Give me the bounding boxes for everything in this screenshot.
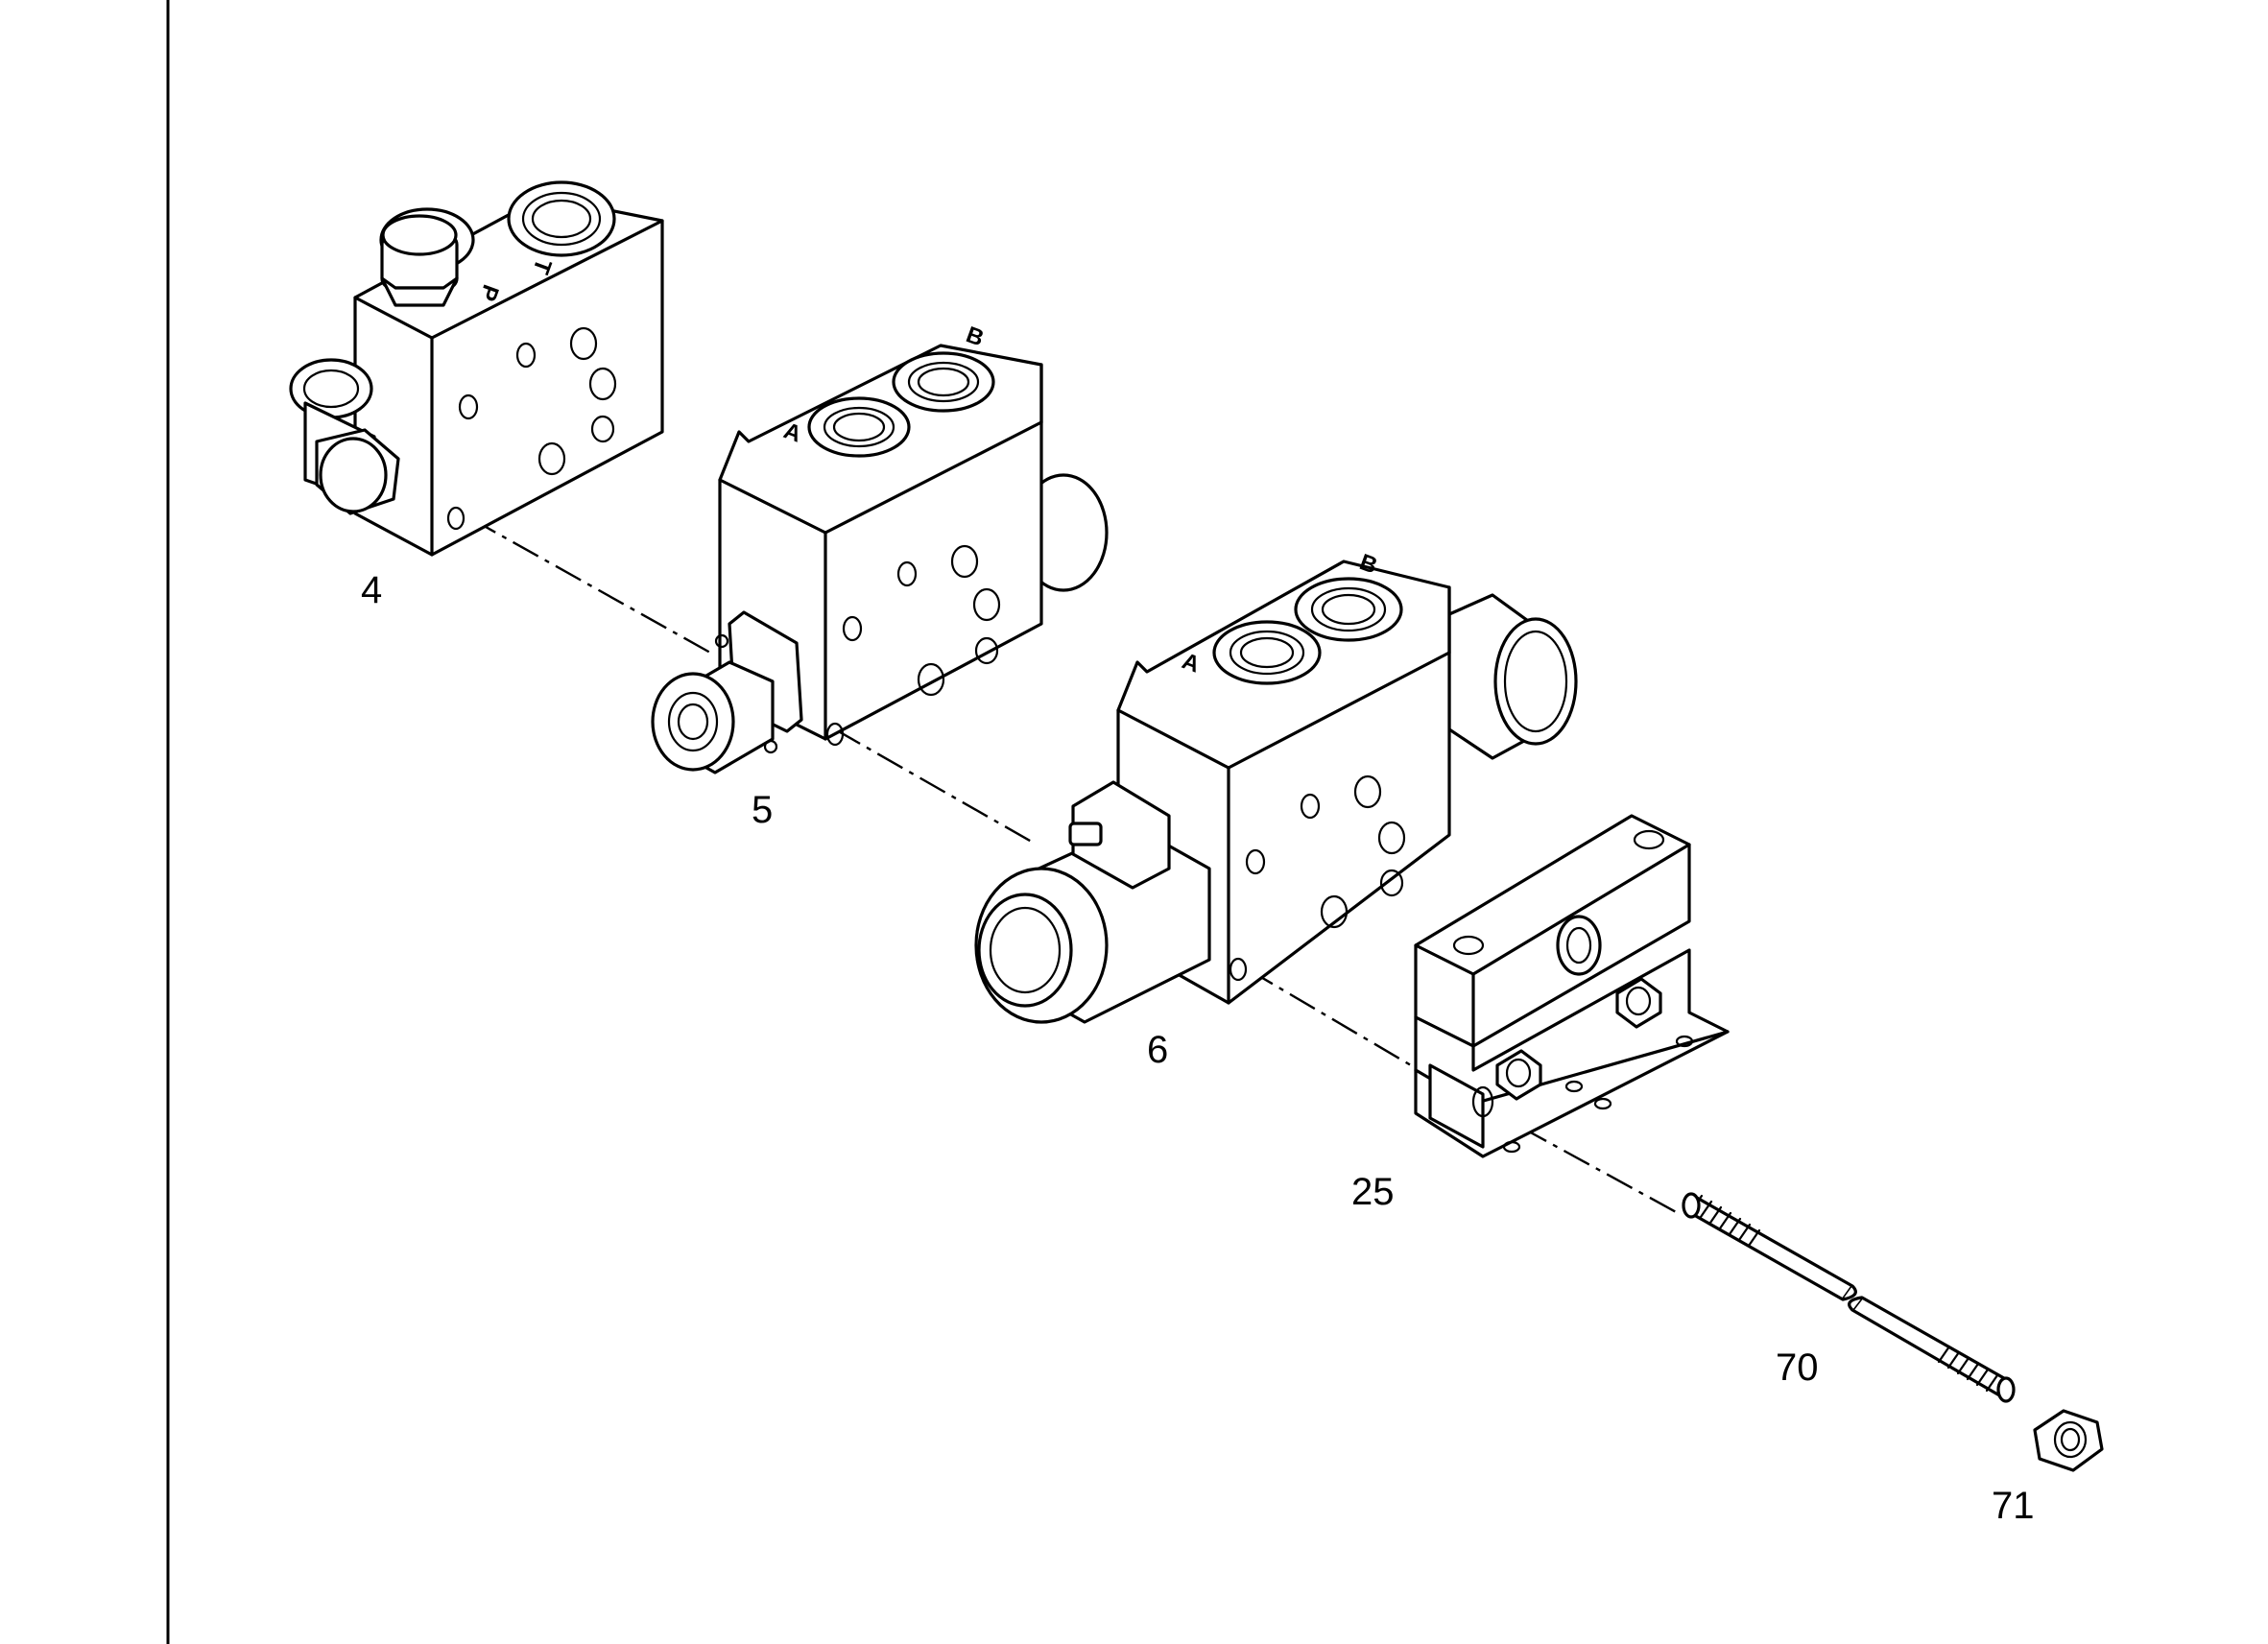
tie-rod-70 (1682, 1192, 2016, 1403)
solenoid-valve-6: A B (974, 549, 1578, 1024)
valve-block-4: P T (289, 180, 664, 557)
callout-4: 4 (361, 569, 382, 611)
callout-6: 6 (1147, 1029, 1168, 1071)
port-letter-b-upper: B (963, 322, 988, 351)
callout-70: 70 (1776, 1346, 1819, 1389)
callout-71: 71 (1992, 1485, 2035, 1527)
callout-5: 5 (752, 789, 773, 831)
mounting-bracket-25 (1414, 814, 1730, 1158)
callout-25: 25 (1351, 1171, 1395, 1213)
hex-nut-71 (2033, 1409, 2104, 1472)
valve-section-5: A B (651, 322, 1109, 774)
